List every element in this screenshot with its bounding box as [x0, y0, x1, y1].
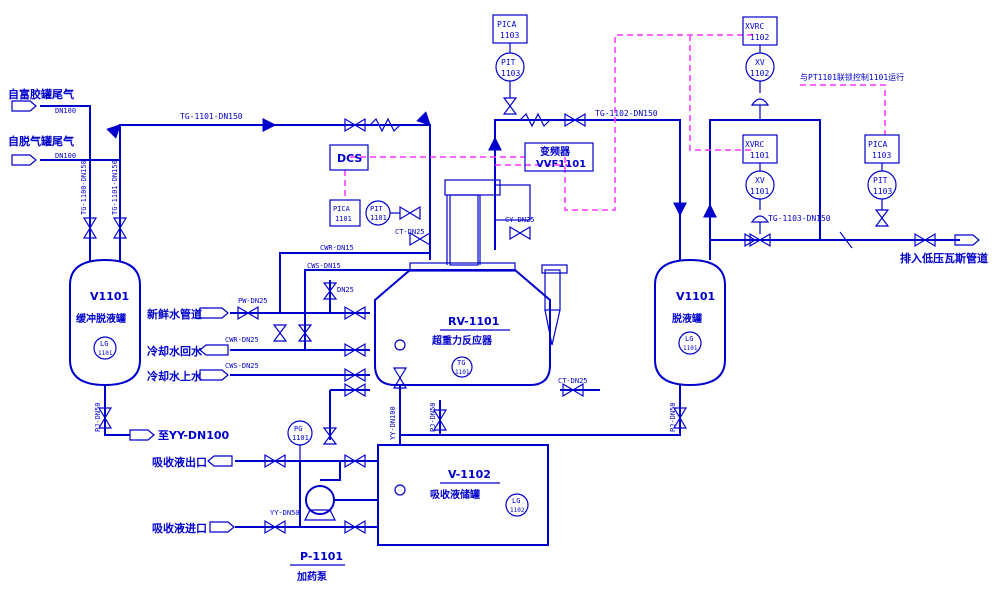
- pump-p1101: P-1101 加药泵: [290, 485, 345, 583]
- label-from-desul-size: DN100: [55, 152, 76, 160]
- label-from-rich-size: DN100: [55, 107, 76, 115]
- pica-no-top: 1103: [500, 31, 519, 40]
- xvrc-no-1101: 1101: [750, 151, 769, 160]
- rv-name: 超重力反应器: [431, 334, 493, 347]
- instrument-pica-1103-top: PICA 1103: [492, 14, 528, 44]
- pit-label-right: PIT: [873, 176, 888, 185]
- label-from-rich-tank: 自富胶罐尾气: [8, 87, 74, 101]
- label-tg-1100-v: TG-1100-DN150: [80, 160, 88, 215]
- dcs-box: DCS: [329, 144, 369, 171]
- label-tg-1101: TG-1101-DN150: [180, 112, 243, 121]
- label-cw-supply: 冷却水上水: [147, 369, 203, 383]
- label-dn25: DN25: [337, 286, 354, 294]
- xv-label-1102: XV: [755, 58, 765, 67]
- label-cw-return: 冷却水回水: [147, 344, 203, 358]
- label-tg-1103: TG-1103-DN150: [768, 214, 831, 223]
- vfd-box: 变频器 VVF1101: [524, 142, 594, 172]
- label-pj-rv: PJ-DN50: [429, 402, 437, 432]
- pit-no-right: 1103: [873, 187, 892, 196]
- rv-tag: RV-1101: [448, 315, 499, 328]
- lg-1102-label: LG: [512, 497, 520, 505]
- vfd-label: 变频器: [540, 145, 571, 158]
- v1102-name: 吸收液储罐: [430, 488, 480, 501]
- pit-label-top: PIT: [501, 58, 516, 67]
- instrument-pit-1103-top: PIT 1103: [495, 43, 525, 98]
- xvrc-label-1101: XVRC: [745, 140, 764, 149]
- dcs-label: DCS: [337, 152, 362, 165]
- pg-no: 1101: [292, 434, 309, 442]
- label-from-desul-tank: 自脱气罐尾气: [8, 134, 74, 148]
- instrument-pica-1101: PICA 1101: [329, 199, 361, 227]
- signal-lines: [344, 34, 886, 211]
- pump-name: 加药泵: [296, 570, 328, 583]
- label-pj-left: PJ-DN50: [94, 402, 102, 432]
- tg-no: 1101: [455, 369, 470, 376]
- lg-left-no: 1101: [98, 350, 113, 357]
- label-cy-top: CY-DN25: [505, 216, 535, 224]
- label-absorb-in: 吸收液进口: [152, 521, 207, 535]
- vessel-v1101-left: V1101 缓冲脱液罐 LG 1101: [69, 250, 141, 387]
- v1102-tag: V-1102: [448, 468, 491, 481]
- pit-label-1101: PIT: [370, 205, 383, 213]
- v1101-right-tag: V1101: [676, 290, 715, 303]
- pica-label-1101: PICA: [333, 205, 351, 213]
- tg-label: TG: [457, 359, 465, 367]
- xvrc-no-1102: 1102: [750, 33, 769, 42]
- label-tg-1102: TG-1102-DN150: [595, 109, 658, 118]
- label-yy-dn100: YY-DN100: [389, 406, 397, 440]
- v1101-right-name: 脱液罐: [672, 312, 702, 325]
- instrument-pit-1101: PIT 1101: [365, 200, 400, 226]
- pica-label-right: PICA: [868, 140, 887, 149]
- label-low-pressure-gas: 排入低压瓦斯管道: [900, 251, 988, 265]
- lg-right-label: LG: [685, 335, 693, 343]
- label-ct-2: CT-DN25: [558, 377, 588, 385]
- label-cws-15: CWS-DN15: [307, 262, 341, 270]
- label-ct-1: CT-DN25: [395, 228, 425, 236]
- label-yy-dn50: YY-DN50: [270, 509, 300, 517]
- vfd-tag: VVF1101: [536, 159, 586, 170]
- lg-left-label: LG: [100, 340, 108, 348]
- offpage-connectors: [11, 100, 980, 533]
- pica-no-right: 1103: [872, 151, 891, 160]
- label-absorb-out: 吸收液出口: [152, 455, 207, 469]
- vessel-v1101-right: V1101 脱液罐 LG 1101: [654, 258, 726, 387]
- xv-no-1101: 1101: [750, 187, 769, 196]
- xv-no-1102: 1102: [750, 69, 769, 78]
- instrument-xvrc-1101: XVRC 1101 XV 1101: [742, 134, 778, 210]
- label-fresh-water: 新鲜水管道: [147, 307, 202, 321]
- pg-label: PG: [294, 425, 302, 433]
- label-to-yy: 至YY-DN100: [158, 429, 230, 442]
- label-note-pt1101: 与PT1101联锁控制1101运行: [800, 72, 904, 82]
- instrument-pica-1103-right: PICA 1103 PIT 1103: [864, 134, 900, 210]
- vessel-v1102: V-1102 吸收液储罐 LG 1102: [377, 444, 549, 546]
- lg-1102-no: 1102: [510, 507, 525, 514]
- pica-no-1101: 1101: [335, 215, 352, 223]
- label-tg-1101-v: TG-1101-DN150: [111, 160, 119, 215]
- pica-label-top: PICA: [497, 20, 516, 29]
- xvrc-label-1102: XVRC: [745, 22, 764, 31]
- pump-tag: P-1101: [300, 550, 343, 563]
- label-pj-right: PJ-DN50: [669, 402, 677, 432]
- label-cws-small: CWS-DN25: [225, 362, 259, 370]
- pit-no-top: 1103: [501, 69, 520, 78]
- instrument-xvrc-1102: XVRC 1102 XV 1102: [742, 16, 778, 93]
- lg-right-no: 1101: [683, 345, 698, 352]
- pit-no-1101: 1101: [370, 214, 387, 222]
- label-cwr-15: CWR-DN15: [320, 244, 354, 252]
- stream-labels: 自富胶罐尾气 DN100 自脱气罐尾气 DN100 TG-1101-DN150 …: [8, 72, 988, 535]
- instrument-pg-1101: PG 1101: [287, 420, 313, 461]
- xv-label-1101: XV: [755, 176, 765, 185]
- valves: [82, 97, 936, 535]
- v1101-left-name: 缓冲脱液罐: [75, 312, 126, 325]
- reactor-rv1101: RV-1101 超重力反应器 TG 1101: [374, 179, 568, 386]
- v1101-left-tag: V1101: [90, 290, 129, 303]
- label-pw: PW-DN25: [238, 297, 268, 305]
- label-cwr-small: CWR-DN25: [225, 336, 259, 344]
